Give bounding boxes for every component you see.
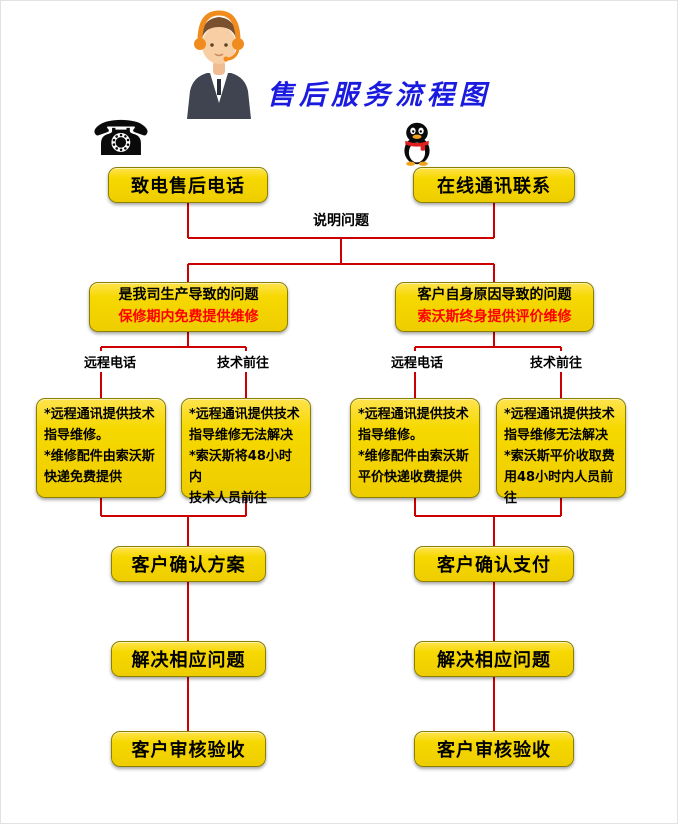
qq-penguin-icon bbox=[399, 121, 435, 170]
condition-highlight-text: 索沃斯终身提供评价维修 bbox=[417, 309, 572, 325]
page-title: 售后服务流程图 bbox=[267, 80, 491, 111]
connector-left-merge bbox=[100, 498, 247, 546]
flow-node-remote-paid-detail: *远程通讯提供技术 指导维修。 *维修配件由索沃斯 平价快递收费提供 bbox=[350, 398, 480, 498]
online-contact-label: 在线通讯联系 bbox=[437, 176, 551, 197]
flow-node-call-hotline: 致电售后电话 bbox=[108, 167, 268, 203]
branch-label-onsite-left: 技术前往 bbox=[206, 351, 280, 372]
branch-label-onsite-right: 技术前往 bbox=[519, 351, 593, 372]
confirm-plan-label: 客户确认方案 bbox=[131, 555, 246, 576]
customer-acceptance-label: 客户审核验收 bbox=[437, 740, 551, 761]
branch-label-remote-right: 远程电话 bbox=[380, 351, 454, 372]
solve-problem-label: 解决相应问题 bbox=[437, 650, 551, 671]
connector-top-merge bbox=[187, 203, 495, 282]
flow-node-customer-fault-condition: 客户自身原因导致的问题 索沃斯终身提供评价维修 bbox=[395, 282, 594, 332]
flow-node-onsite-paid-detail: *远程通讯提供技术 指导维修无法解决 *索沃斯平价收取费 用48小时内人员前往 bbox=[496, 398, 626, 506]
flow-node-company-fault-condition: 是我司生产导致的问题 保修期内免费提供维修 bbox=[89, 282, 288, 332]
flow-node-confirm-plan: 客户确认方案 bbox=[111, 546, 266, 582]
condition-text: 客户自身原因导致的问题 bbox=[417, 287, 572, 304]
flow-node-customer-acceptance-left: 客户审核验收 bbox=[111, 731, 266, 767]
solve-problem-label: 解决相应问题 bbox=[131, 650, 246, 671]
customer-acceptance-label: 客户审核验收 bbox=[131, 740, 246, 761]
customer-service-agent-illustration bbox=[169, 7, 269, 123]
confirm-payment-label: 客户确认支付 bbox=[437, 555, 551, 576]
flow-node-confirm-payment: 客户确认支付 bbox=[414, 546, 574, 582]
connector-left-split bbox=[100, 332, 247, 398]
explain-problem-label: 说明问题 bbox=[301, 210, 381, 230]
flow-node-remote-free-detail: *远程通讯提供技术 指导维修。 *维修配件由索沃斯 快递免费提供 bbox=[36, 398, 166, 498]
flow-node-solve-problem-left: 解决相应问题 bbox=[111, 641, 266, 677]
condition-highlight-text: 保修期内免费提供维修 bbox=[118, 309, 259, 325]
flow-node-solve-problem-right: 解决相应问题 bbox=[414, 641, 574, 677]
condition-text: 是我司生产导致的问题 bbox=[118, 287, 259, 304]
phone-icon: ☎ bbox=[91, 111, 151, 167]
flow-node-online-contact: 在线通讯联系 bbox=[413, 167, 575, 203]
flow-node-onsite-free-detail: *远程通讯提供技术 指导维修无法解决 *索沃斯将48小时内 技术人员前往 bbox=[181, 398, 311, 506]
connector-right-split bbox=[414, 332, 562, 398]
agent-avatar-icon bbox=[187, 10, 251, 119]
connector-right-merge bbox=[414, 498, 562, 546]
branch-label-remote-left: 远程电话 bbox=[73, 351, 147, 372]
call-hotline-label: 致电售后电话 bbox=[131, 176, 245, 197]
flow-node-customer-acceptance-right: 客户审核验收 bbox=[414, 731, 574, 767]
